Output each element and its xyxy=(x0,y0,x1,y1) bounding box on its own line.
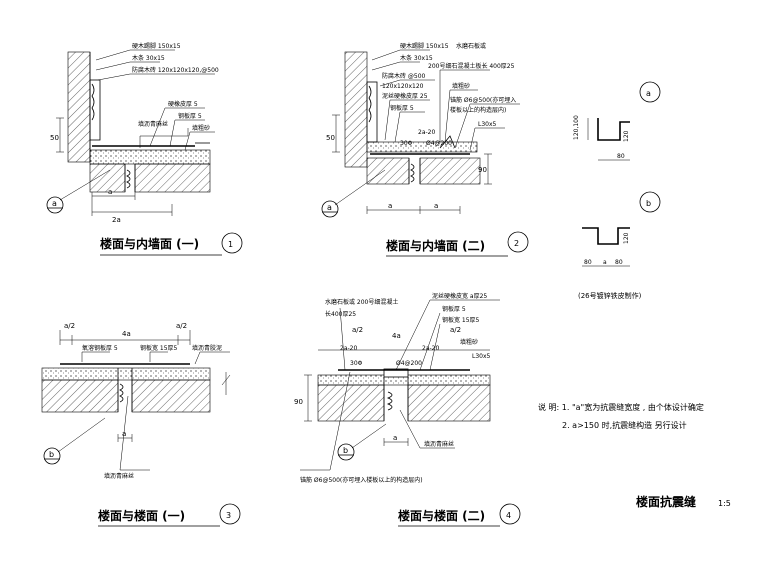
label-2-11: L30x5 xyxy=(478,121,497,128)
profile-a-label: a xyxy=(646,89,651,98)
dim-1-2a: 2a xyxy=(112,216,121,224)
title-2: 楼面与内墙面 (二) xyxy=(386,238,485,253)
label-4-9: Ø4@200 xyxy=(396,360,422,367)
dim-3-a2-left: a/2 xyxy=(64,322,75,330)
label-4-2: 泥丝硬橡皮宽 a厚25 xyxy=(432,292,487,300)
title-4: 楼面与楼面 (二) xyxy=(398,508,485,523)
label-4-12: 填沥青麻丝 xyxy=(424,440,454,448)
profile-caption: (26号镀锌铁皮制作) xyxy=(578,291,642,300)
label-3-4: 钢板宽 15厚5 xyxy=(140,344,178,352)
profile-b-label: b xyxy=(646,199,651,208)
label-4-3: 钢板厚 5 xyxy=(442,305,466,313)
dim-4-4a: 4a xyxy=(392,332,401,340)
dim-4-90: 90 xyxy=(294,398,303,406)
number-2: 2 xyxy=(514,239,519,248)
label-4-7a: 2a-20 xyxy=(340,345,357,352)
label-2-10: 楼板以上的构造层内) xyxy=(450,106,506,114)
note-2: 2. a>150 时,抗震缝构造 另行设计 xyxy=(562,420,687,430)
label-3-3: 氧溶钢板厚 5 xyxy=(82,344,118,352)
label-4-0: 水磨石板或 200号细混凝土 xyxy=(325,298,398,306)
label-2-8: 填粗砂 xyxy=(452,82,470,90)
label-2-6: 水磨石板或 xyxy=(456,42,486,50)
label-2-0: 硬木踢脚 150x15 xyxy=(400,42,449,50)
dim-2-90: 90 xyxy=(478,166,487,174)
profile-b-dim-1: 80 xyxy=(584,259,592,266)
profile-a-dim-0: 120,100 xyxy=(573,115,580,140)
profile-a-dim-1: 120 xyxy=(623,130,630,142)
dim-1-50: 50 xyxy=(50,134,59,142)
dim-2-2a: a xyxy=(434,202,438,210)
dim-3-a: a xyxy=(122,430,126,438)
profile-a-dim-2: 80 xyxy=(617,153,625,160)
label-1-3: 硬橡皮厚 5 xyxy=(168,100,198,108)
profile-b-dim-0: 120 xyxy=(623,232,630,244)
label-4-10: 填粗砂 xyxy=(460,338,478,346)
label-2-14: Ø4@200 xyxy=(426,140,452,147)
marker-1: a xyxy=(52,199,57,208)
detail-2: 硬木踢脚 150x15 木条 30x15 防腐木砖 @500 120x120x1… xyxy=(321,42,529,257)
label-4-11: L30x5 xyxy=(472,353,491,360)
label-1-1: 木条 30x15 xyxy=(132,54,165,62)
profile-a: a 120,100 120 80 xyxy=(573,81,661,161)
title-3: 楼面与楼面 (一) xyxy=(98,508,185,523)
number-4: 4 xyxy=(506,511,511,520)
label-4-7b: 2a-20 xyxy=(422,345,439,352)
detail-4: 水磨石板或 200号细混凝土 长400厚25 泥丝硬橡皮宽 a厚25 钢板厚 5… xyxy=(294,292,521,527)
label-1-6: 填粗砂 xyxy=(192,124,210,132)
dim-4-a2-left: a/2 xyxy=(352,326,363,334)
label-2-5: 钢板厚 5 xyxy=(390,104,414,112)
label-3-5: 填沥青胶泥 xyxy=(192,344,222,352)
dim-2-50: 50 xyxy=(326,134,335,142)
label-2-7: 200号细石混凝土板长 400厚25 xyxy=(428,62,515,70)
label-1-4: 钢板厚 5 xyxy=(178,112,202,120)
label-2-9: 锚筋 Ø6@500(亦可埋入 xyxy=(450,96,516,104)
detail-3: a/2 4a a/2 氧溶钢板厚 5 钢板宽 15厚5 填沥青胶泥 填沥青麻丝 … xyxy=(41,322,241,527)
detail-1: 硬木踢脚 150x15 木条 30x15 防腐木砖 120x120x120,@5… xyxy=(46,42,243,256)
label-2-12: 2a-20 xyxy=(418,129,435,136)
label-4-13: 锚筋 Ø6@500(亦可埋入楼板以上的构造层内) xyxy=(300,476,423,484)
marker-3: b xyxy=(49,450,54,459)
label-4-8: 30Φ xyxy=(350,360,363,367)
marker-4: b xyxy=(343,446,348,455)
label-3-6: 填沥青麻丝 xyxy=(104,472,134,480)
label-2-1: 木条 30x15 xyxy=(400,54,433,62)
dim-3-4a: 4a xyxy=(122,330,131,338)
profile-b-dim-3: 80 xyxy=(615,259,623,266)
label-1-5: 填沥青麻丝 xyxy=(138,120,168,128)
label-2-2: 防腐木砖 @500 xyxy=(382,72,426,80)
sheet-scale: 1:5 xyxy=(718,499,731,508)
label-1-2: 防腐木砖 120x120x120,@500 xyxy=(132,66,219,74)
dim-4-a: a xyxy=(393,434,397,442)
marker-2: a xyxy=(327,203,332,212)
label-2-4: 泥丝硬橡皮厚 25 xyxy=(382,92,428,100)
profile-b: b 120 80 a 80 (26号镀锌铁皮制作) xyxy=(578,191,661,300)
dim-4-a2-right: a/2 xyxy=(450,326,461,334)
number-1: 1 xyxy=(228,240,233,249)
profile-b-dim-2: a xyxy=(603,259,607,266)
label-1-0: 硬木踢脚 150x15 xyxy=(132,42,181,50)
sheet-title: 楼面抗震缝 xyxy=(636,494,696,509)
title-1: 楼面与内墙面 (一) xyxy=(100,236,199,251)
number-3: 3 xyxy=(226,511,231,520)
note-1: 说 明: 1. "a"宽为抗震缝宽度 , 由个体设计确定 xyxy=(538,402,704,412)
label-4-4: 钢板宽 15厚5 xyxy=(442,316,480,324)
label-2-3: 120x120x120 xyxy=(382,83,424,90)
label-2-13: 30Φ xyxy=(400,140,413,147)
dim-1-a: a xyxy=(108,188,112,196)
dim-2-a: a xyxy=(388,202,392,210)
dim-3-a2-right: a/2 xyxy=(176,322,187,330)
